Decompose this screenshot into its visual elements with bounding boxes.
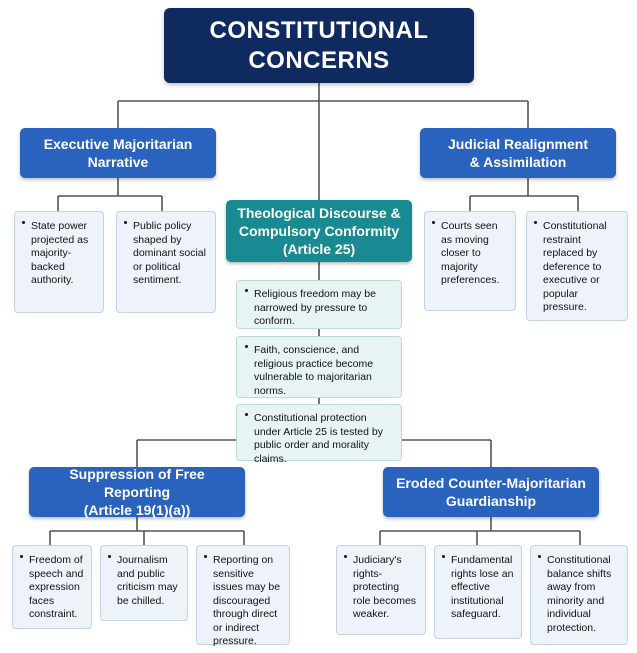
judicial-point-2: Constitutional restraint replaced by def…	[526, 211, 628, 321]
suppression-point-1-text: Freedom of speech and expression faces c…	[29, 554, 84, 620]
eroded-point-2-text: Fundamental rights lose an effective ins…	[451, 554, 514, 620]
executive-point-1: State power projected as majority-backed…	[14, 211, 104, 313]
eroded-point-3: Constitutional balance shifts away from …	[530, 545, 628, 645]
bullet-icon	[442, 555, 445, 558]
executive-point-2: Public policy shaped by dominant social …	[116, 211, 216, 313]
theological-point-3-text: Constitutional protection under Article …	[254, 412, 383, 465]
suppression-point-1: Freedom of speech and expression faces c…	[12, 545, 92, 629]
suppression-title-line-2: (Article 19(1)(a))	[83, 502, 191, 518]
eroded-point-1: Judiciary's rights-protecting role becom…	[336, 545, 426, 635]
theological-point-2-text: Faith, conscience, and religious practic…	[254, 344, 374, 397]
eroded-header: Eroded Counter-Majoritarian Guardianship	[383, 467, 599, 517]
theological-point-1-text: Religious freedom may be narrowed by pre…	[254, 288, 376, 327]
judicial-header: Judicial Realignment & Assimilation	[420, 128, 616, 178]
theological-point-1: Religious freedom may be narrowed by pre…	[236, 280, 402, 329]
judicial-point-1-text: Courts seen as moving closer to majority…	[441, 220, 500, 286]
bullet-icon	[344, 555, 347, 558]
bullet-icon	[22, 221, 25, 224]
judicial-point-2-text: Constitutional restraint replaced by def…	[543, 220, 607, 313]
theological-title-line-3: (Article 25)	[282, 241, 356, 257]
eroded-title-line-1: Eroded Counter-Majoritarian	[396, 475, 586, 491]
root-title-line-2: CONCERNS	[248, 46, 390, 74]
bullet-icon	[538, 555, 541, 558]
root-title-box: CONSTITUTIONAL CONCERNS	[164, 8, 474, 83]
theological-title-line-2: Compulsory Conformity	[238, 223, 400, 239]
theological-point-3: Constitutional protection under Article …	[236, 404, 402, 465]
suppression-title-line-1: Suppression of Free Reporting	[69, 466, 205, 500]
bullet-icon	[534, 221, 537, 224]
eroded-point-2: Fundamental rights lose an effective ins…	[434, 545, 522, 639]
judicial-point-1: Courts seen as moving closer to majority…	[424, 211, 516, 311]
bullet-icon	[245, 345, 248, 348]
theological-header: Theological Discourse & Compulsory Confo…	[226, 200, 412, 262]
bullet-icon	[245, 413, 248, 416]
bullet-icon	[204, 555, 207, 558]
eroded-point-1-text: Judiciary's rights-protecting role becom…	[353, 554, 417, 620]
executive-point-2-text: Public policy shaped by dominant social …	[133, 220, 206, 286]
eroded-title-line-2: Guardianship	[445, 493, 537, 509]
suppression-point-3-text: Reporting on sensitive issues may be dis…	[213, 554, 281, 647]
bullet-icon	[432, 221, 435, 224]
judicial-title-line-1: Judicial Realignment	[447, 136, 589, 152]
executive-title-line-1: Executive Majoritarian	[43, 136, 193, 152]
bullet-icon	[20, 555, 23, 558]
suppression-header: Suppression of Free Reporting (Article 1…	[29, 466, 245, 518]
bullet-icon	[245, 289, 248, 292]
bullet-icon	[108, 555, 111, 558]
executive-title-line-2: Narrative	[87, 154, 149, 170]
root-title-line-1: CONSTITUTIONAL	[209, 16, 429, 44]
theological-point-2: Faith, conscience, and religious practic…	[236, 336, 402, 398]
judicial-title-line-2: & Assimilation	[469, 154, 567, 170]
suppression-point-2-text: Journalism and public criticism may be c…	[117, 554, 178, 607]
executive-header: Executive Majoritarian Narrative	[20, 128, 216, 178]
executive-point-1-text: State power projected as majority-backed…	[31, 220, 89, 286]
suppression-point-3: Reporting on sensitive issues may be dis…	[196, 545, 290, 647]
suppression-point-2: Journalism and public criticism may be c…	[100, 545, 188, 621]
theological-title-line-1: Theological Discourse &	[237, 205, 401, 221]
bullet-icon	[124, 221, 127, 224]
eroded-point-3-text: Constitutional balance shifts away from …	[547, 554, 612, 634]
